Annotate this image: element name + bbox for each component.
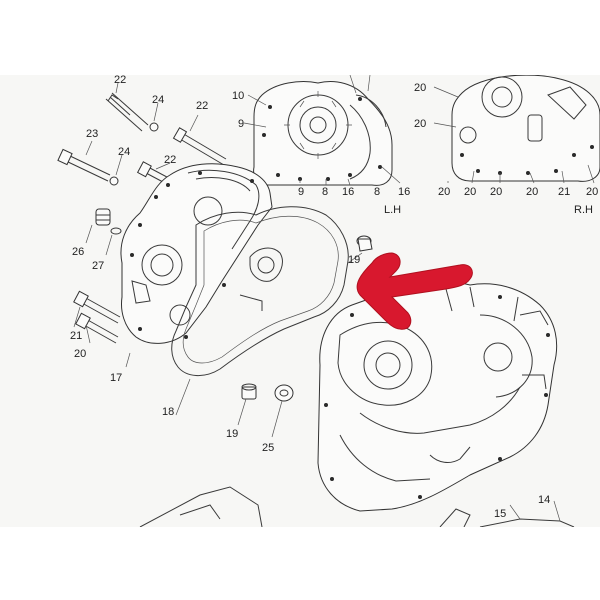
callout-24: 24 <box>152 94 164 106</box>
callout-19: 19 <box>348 254 360 266</box>
view-label-lh: L.H <box>384 204 401 216</box>
view-label-rh: R.H <box>574 204 593 216</box>
callout-17: 17 <box>110 372 122 384</box>
callout-22: 22 <box>196 100 208 112</box>
crankcase-body <box>317 270 558 512</box>
gasket-18 <box>171 206 349 376</box>
callout-20: 20 <box>414 82 426 94</box>
callout-18: 18 <box>162 406 174 418</box>
callout-27: 27 <box>92 260 104 272</box>
callout-15: 15 <box>494 508 506 520</box>
parts-diagram-photo: 22 24 22 23 24 22 26 27 21 20 17 18 19 2… <box>0 75 600 527</box>
bottom-partial-parts <box>139 486 575 527</box>
callout-21: 21 <box>558 186 570 198</box>
callout-26: 26 <box>72 246 84 258</box>
callout-9: 9 <box>298 186 304 198</box>
callout-16: 16 <box>398 186 410 198</box>
callout-23: 23 <box>86 128 98 140</box>
callout-24: 24 <box>118 146 130 158</box>
callout-19: 19 <box>226 428 238 440</box>
callout-10: 10 <box>232 90 244 102</box>
rh-crankcase-detail <box>433 75 600 184</box>
callout-22: 22 <box>164 154 176 166</box>
callout-8: 8 <box>322 186 328 198</box>
callout-20: 20 <box>414 118 426 130</box>
callout-16: 16 <box>342 186 354 198</box>
callout-14: 14 <box>538 494 550 506</box>
small-parts <box>73 208 373 438</box>
callout-8: 8 <box>374 186 380 198</box>
callout-25: 25 <box>262 442 274 454</box>
callout-9: 9 <box>238 118 244 130</box>
lh-crankcase-detail <box>243 75 401 186</box>
callout-20: 20 <box>490 186 502 198</box>
callout-20: 20 <box>464 186 476 198</box>
callout-20: 20 <box>74 348 86 360</box>
callout-20: 20 <box>586 186 598 198</box>
callout-21: 21 <box>70 330 82 342</box>
callout-20: 20 <box>526 186 538 198</box>
exploded-view-diagram: 22 24 22 23 24 22 26 27 21 20 17 18 19 2… <box>57 75 600 527</box>
callout-numbers: 22 24 22 23 24 22 26 27 21 20 17 18 19 2… <box>70 75 598 520</box>
red-annotation-arrow <box>356 252 473 330</box>
crankcase-cover-17 <box>120 163 273 344</box>
red-arrow-icon <box>356 252 473 330</box>
callout-22: 22 <box>114 75 126 86</box>
bolt-set-upper <box>57 82 227 192</box>
callout-20: 20 <box>438 186 450 198</box>
